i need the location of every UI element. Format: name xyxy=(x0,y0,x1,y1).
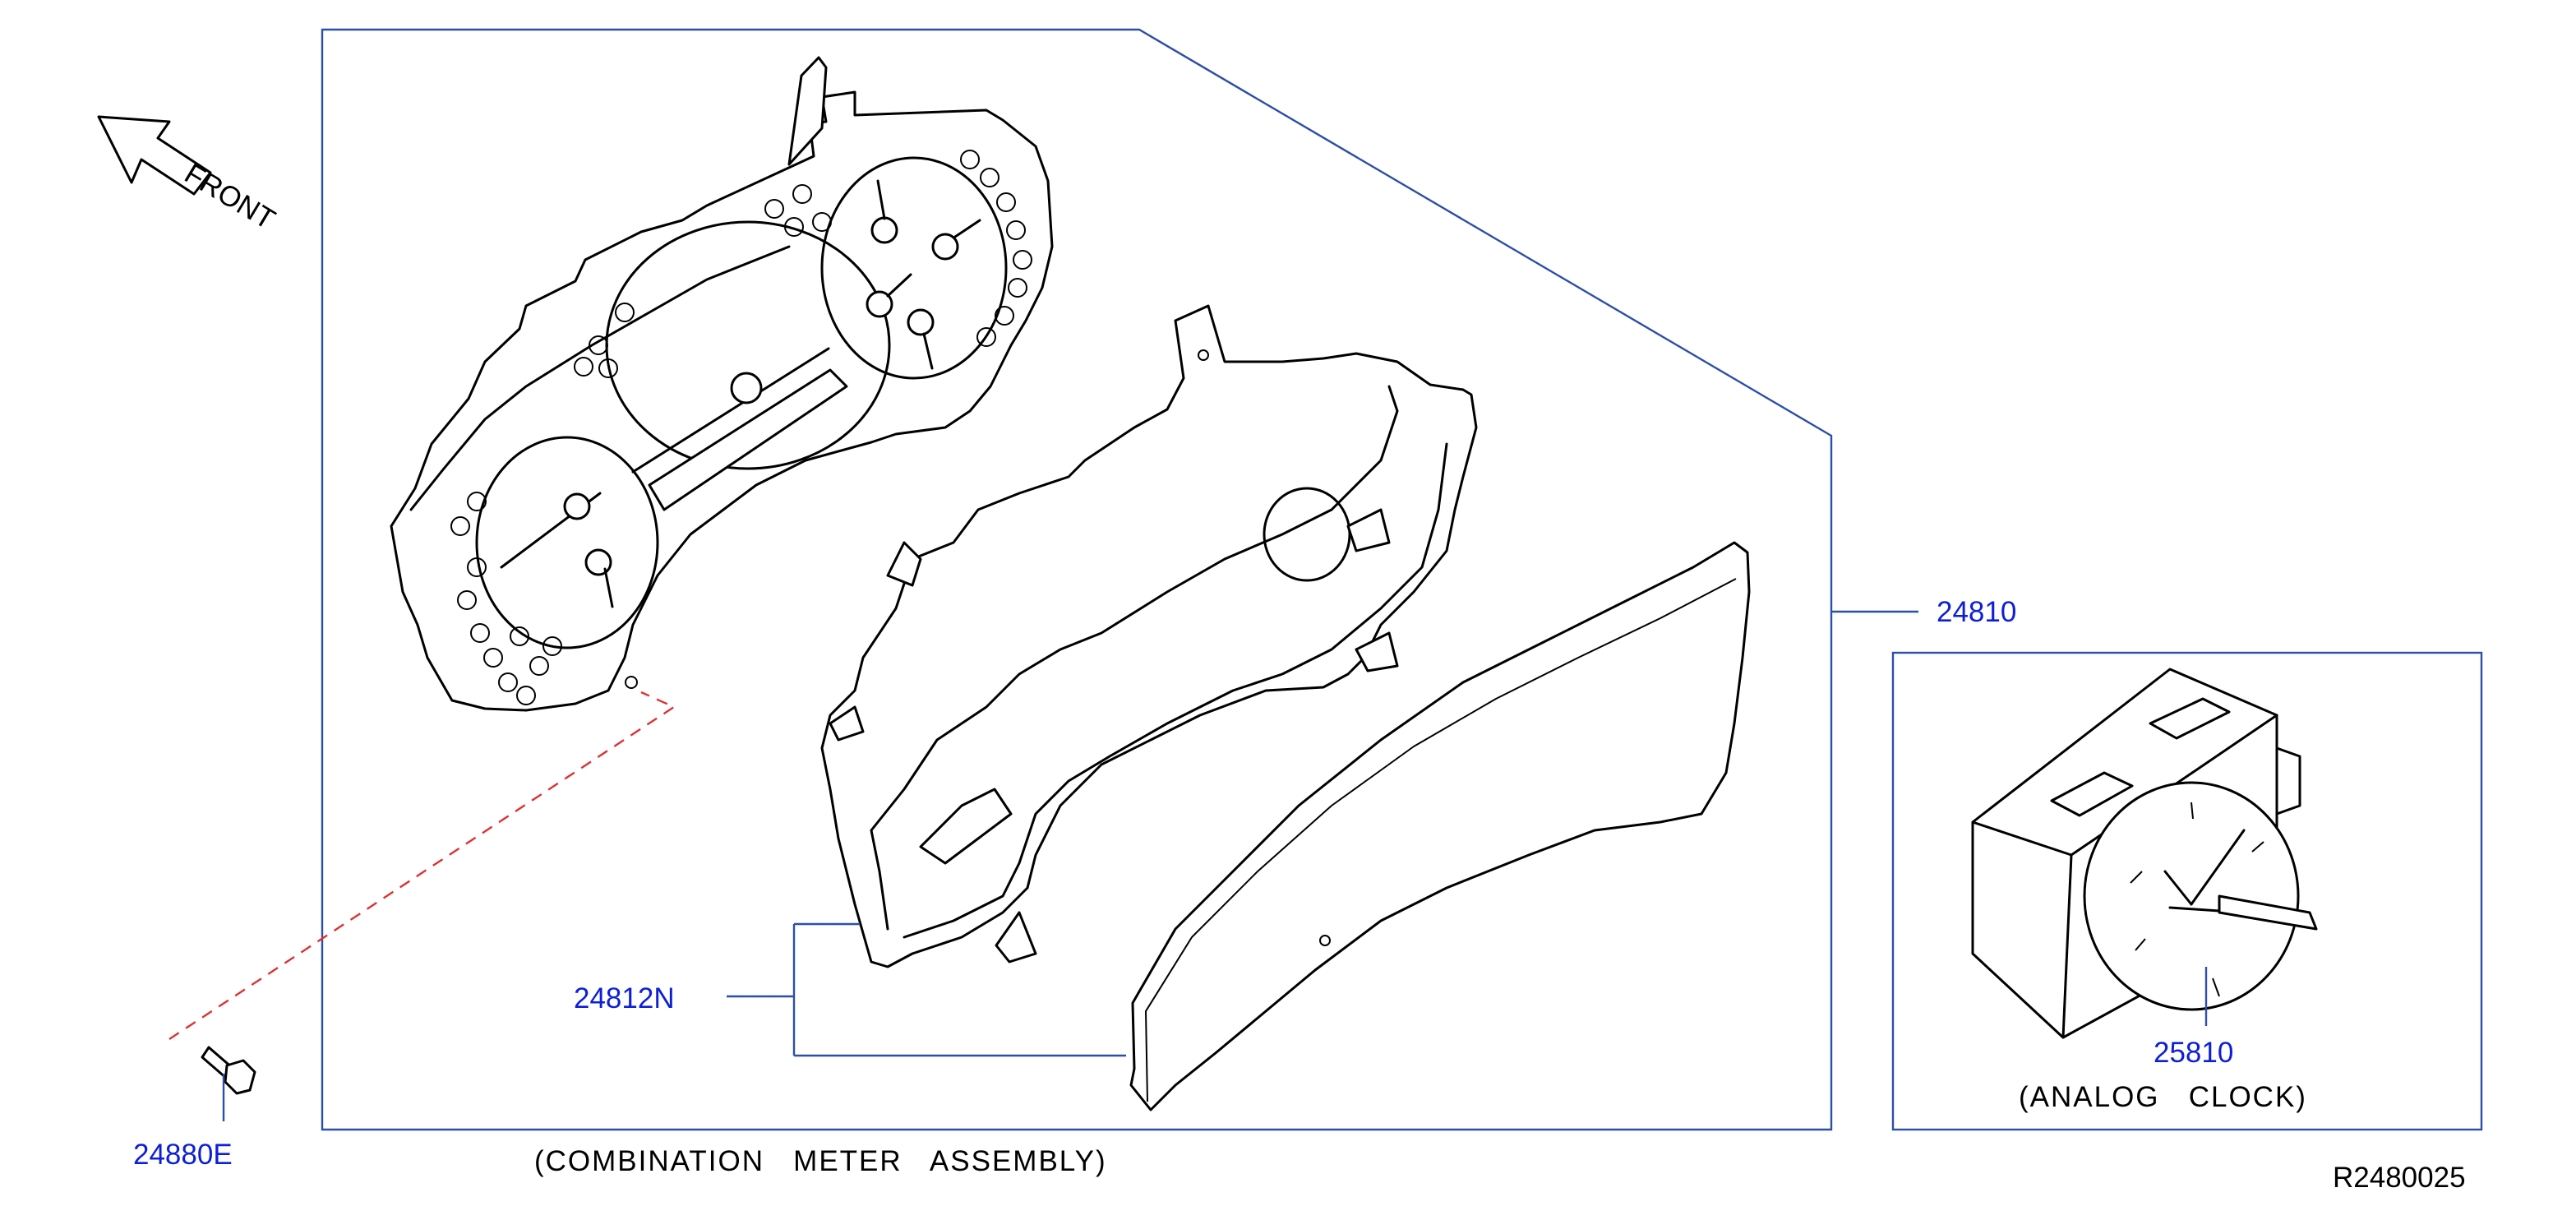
screw-dashed-leader xyxy=(169,691,676,1041)
part-number-25810[interactable]: 25810 xyxy=(2154,1037,2233,1069)
analog-clock-drawing xyxy=(1971,668,2318,1039)
glass-cover-drawing xyxy=(1129,541,1751,1111)
part-number-24810[interactable]: 24810 xyxy=(1937,596,2016,628)
gauge-cluster-drawing xyxy=(390,56,1054,712)
combination-meter-caption: (COMBINATION METER ASSEMBLY) xyxy=(534,1145,1107,1177)
screw-drawing xyxy=(201,1046,256,1095)
analog-clock-caption: (ANALOG CLOCK) xyxy=(2019,1081,2307,1113)
diagram-id: R2480025 xyxy=(2333,1162,2466,1194)
meter-housing-drawing xyxy=(820,304,1478,968)
front-label: FRONT xyxy=(179,157,280,236)
meter-assembly-frame xyxy=(321,28,1833,1131)
front-arrow-icon xyxy=(97,115,212,196)
leader-lines xyxy=(169,610,2208,1121)
clock-frame xyxy=(1891,651,2483,1131)
part-number-24880e[interactable]: 24880E xyxy=(133,1139,233,1171)
part-number-24812n[interactable]: 24812N xyxy=(574,982,675,1014)
